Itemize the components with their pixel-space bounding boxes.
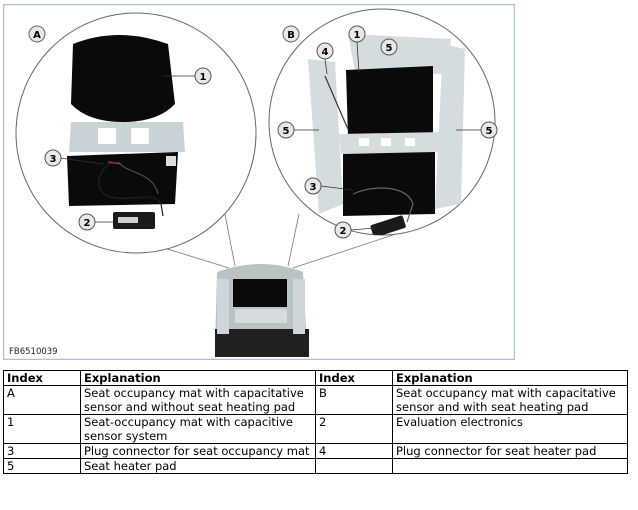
legend-header-explanation-2: Explanation: [392, 370, 628, 386]
electronics-label: [118, 217, 138, 223]
foam-strip: [69, 122, 185, 152]
legend-explanation: Seat heater pad: [80, 458, 316, 474]
callout-b5-right: 5: [486, 126, 493, 137]
wire-a-red: [107, 161, 122, 165]
callout-b2: 2: [340, 226, 347, 237]
legend-row: A Seat occupancy mat with capacitative s…: [3, 385, 628, 415]
callout-a3-badge: [44, 149, 62, 167]
connector-line-b: [287, 213, 300, 267]
occupancy-mat-top: [71, 35, 175, 122]
callouts: 1 3 2 1 5 4 5 5 3 2: [44, 25, 498, 239]
panel-a-label: A: [33, 30, 41, 41]
occupancy-mat-b-upper: [346, 66, 433, 136]
panel-b-label: B: [287, 30, 295, 41]
legend-index: 2: [315, 414, 393, 444]
evaluation-electronics-b: [370, 215, 406, 235]
callout-b5-right-badge: [480, 121, 498, 139]
legend-table: Index Explanation Index Explanation A Se…: [3, 370, 628, 474]
heater-hole-1: [359, 138, 369, 146]
legend-index: B: [315, 385, 393, 415]
legend-explanation: [392, 458, 628, 474]
wire-a: [98, 161, 164, 217]
legend-header-index-1: Index: [3, 370, 81, 386]
seat-side-right: [293, 279, 305, 334]
legend-row: 3 Plug connector for seat occupancy mat …: [3, 443, 628, 459]
foam-hole-left: [98, 128, 116, 144]
callout-b3-leader: [320, 185, 354, 191]
callout-a1-badge: [194, 67, 212, 85]
legend-header-index-2: Index: [315, 370, 393, 386]
legend-explanation: Plug connector for seat heater pad: [392, 443, 628, 459]
legend-index: A: [3, 385, 81, 415]
legend-explanation: Plug connector for seat occupancy mat: [80, 443, 316, 459]
occupancy-mat-b-lower: [343, 152, 435, 216]
seat-side-left: [217, 279, 229, 334]
callout-a2-badge: [78, 213, 96, 231]
callout-a2: 2: [84, 218, 91, 229]
connector-line-a2: [222, 203, 236, 267]
callout-b1: 1: [354, 30, 361, 41]
seat-illustration: [215, 264, 309, 357]
legend-index: 3: [3, 443, 81, 459]
callout-b2-leader: [350, 227, 376, 231]
callout-b5-left-badge: [277, 121, 295, 139]
wire-b: [352, 187, 414, 223]
heater-pad-right: [435, 44, 465, 209]
legend-index: [315, 458, 393, 474]
wire-a2: [117, 161, 159, 195]
legend-explanation: Seat occupancy mat with capacitative sen…: [392, 385, 628, 415]
legend-header-row: Index Explanation Index Explanation: [3, 370, 628, 386]
legend-explanation: Evaluation electronics: [392, 414, 628, 444]
callout-b5-left: 5: [283, 126, 290, 137]
legend-header-explanation-1: Explanation: [80, 370, 316, 386]
legend-index: 1: [3, 414, 81, 444]
callout-b5-top-badge: [380, 38, 398, 56]
callout-b3: 3: [310, 182, 317, 193]
callout-a3-leader: [59, 157, 104, 165]
foam-hole-right: [131, 128, 149, 144]
callout-a3: 3: [50, 154, 57, 165]
image-code: FB6510039: [9, 347, 58, 357]
legend-explanation: Seat-occupancy mat with capacitive senso…: [80, 414, 316, 444]
callout-b2-badge: [334, 221, 352, 239]
callout-b4: 4: [322, 47, 329, 58]
callout-a1: 1: [200, 72, 207, 83]
figure-canvas: A B: [3, 4, 515, 360]
connector-line-b2: [292, 234, 394, 269]
callout-b4-badge: [316, 42, 334, 60]
seat-back-foam: [235, 309, 287, 323]
seat-back-inner: [233, 279, 287, 307]
callout-b1-badge: [348, 25, 366, 43]
legend-explanation: Seat occupancy mat with capacitative sen…: [80, 385, 316, 415]
heater-hole-3: [405, 138, 415, 146]
legend-row: 1 Seat-occupancy mat with capacitive sen…: [3, 414, 628, 444]
legend-index: 5: [3, 458, 81, 474]
seat-occupancy-figure: A B: [3, 4, 515, 360]
panel-a-label-badge: [28, 25, 46, 43]
callout-b5-top: 5: [386, 43, 393, 54]
wire-b-heater: [324, 75, 349, 130]
panel-a: A: [15, 12, 257, 254]
mat-connector: [166, 156, 176, 166]
legend-row: 5 Seat heater pad: [3, 458, 628, 474]
occupancy-mat-bottom: [67, 152, 178, 206]
callout-b1-leader: [356, 41, 360, 73]
callout-b4-leader: [324, 58, 328, 75]
heater-pad-top: [348, 34, 451, 74]
legend-index: 4: [315, 443, 393, 459]
panel-b-label-badge: [282, 25, 300, 43]
callout-b3-badge: [304, 177, 322, 195]
heater-hole-2: [381, 138, 391, 146]
